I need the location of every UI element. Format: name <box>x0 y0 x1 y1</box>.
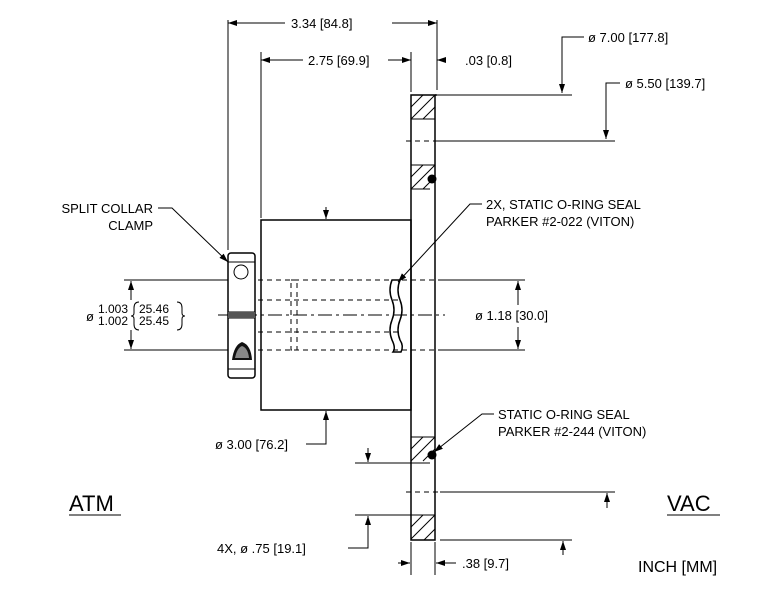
dim-shaft-diameter: ø 1.003 1.002 25.46 25.45 <box>86 301 186 331</box>
dimension-text: 3.34 [84.8] 2.75 [69.9] .03 [0.8] ø 7.00… <box>86 16 705 571</box>
callout-collar-clamp-line2: CLAMP <box>108 218 153 233</box>
oring-022-seal <box>389 279 404 353</box>
svg-text:1.002: 1.002 <box>98 314 128 328</box>
dim-body-length: 2.75 [69.9] <box>308 53 369 68</box>
svg-text:1.003: 1.003 <box>98 302 128 316</box>
svg-text:25.46: 25.46 <box>139 302 169 316</box>
oring-244-top-section <box>427 174 437 184</box>
side-labels: ATM VAC INCH [MM] <box>69 491 717 576</box>
callout-oring-022-line1: 2X, STATIC O-RING SEAL <box>486 197 641 212</box>
units-note: INCH [MM] <box>638 559 717 576</box>
dim-bolt-holes: 4X, ø .75 [19.1] <box>217 541 306 556</box>
callout-oring-244-line1: STATIC O-RING SEAL <box>498 407 630 422</box>
flange-hatch-top <box>410 94 436 190</box>
dimension-lines <box>69 20 720 575</box>
dim-overall-length: 3.34 [84.8] <box>291 16 352 31</box>
dim-flange-offset: .03 [0.8] <box>465 53 512 68</box>
dim-flange-od: ø 7.00 [177.8] <box>588 30 668 45</box>
callouts: SPLIT COLLAR CLAMP 2X, STATIC O-RING SEA… <box>61 197 646 439</box>
split-collar-clamp <box>227 252 256 379</box>
part-geometry <box>218 94 445 541</box>
callout-oring-022-line2: PARKER #2-022 (VITON) <box>486 214 634 229</box>
oring-244-bottom-section <box>427 450 437 460</box>
dim-bore: ø 1.18 [30.0] <box>475 308 548 323</box>
svg-text:ø: ø <box>86 309 94 324</box>
dim-body-diameter: ø 3.00 [76.2] <box>215 437 288 452</box>
atm-label: ATM <box>69 491 114 516</box>
callout-oring-244-line2: PARKER #2-244 (VITON) <box>498 424 646 439</box>
svg-text:25.45: 25.45 <box>139 314 169 328</box>
dim-flange-thickness: .38 [9.7] <box>462 556 509 571</box>
dim-bolt-circle: ø 5.50 [139.7] <box>625 76 705 91</box>
vac-label: VAC <box>667 491 711 516</box>
callout-collar-clamp-line1: SPLIT COLLAR <box>61 201 153 216</box>
flange-hatch-bottom <box>410 436 436 541</box>
flange-outline <box>410 94 436 541</box>
